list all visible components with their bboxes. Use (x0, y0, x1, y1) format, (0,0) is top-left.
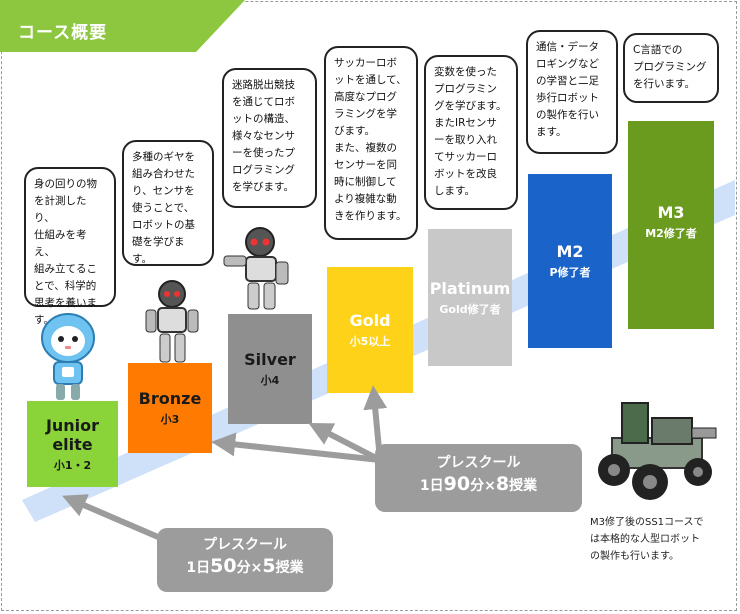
m3-caption: M3修了後のSS1コースで は本格的な人型ロボット の製作も行います。 (590, 517, 704, 562)
level-sub: 小5以上 (349, 335, 391, 348)
pill-title: プレスクール (436, 455, 521, 471)
level-sub: Gold修了者 (439, 302, 501, 316)
level-name: Bronze (138, 389, 202, 408)
bubble-m3: C言語での プログラミング を行います。 (623, 33, 719, 103)
vehicle-robot-icon (598, 402, 717, 500)
pill-title: プレスクール (203, 537, 287, 553)
level-gold: Gold 小5以上 (327, 267, 413, 393)
level-name: Platinum (429, 278, 511, 298)
level-sub: 小1・2 (53, 458, 92, 472)
bubble-bronze: 多種のギヤを 組み合わせた り、センサを 使うことで、 ロボットの基 礎を学びま… (122, 140, 214, 266)
level-m3: M3 M2修了者 (628, 121, 714, 329)
level-sub: 小4 (260, 374, 280, 387)
arrow-to-silver (308, 423, 382, 463)
arrow-to-bronze (211, 432, 381, 463)
level-junior-elite: Junior elite 小1・2 (27, 401, 118, 487)
bubble-junior-elite: 身の回りの物 を計測したり、 仕組みを考え、 組み立てるこ とで、科学的 思考を… (24, 167, 116, 326)
bubble-m2: 通信・データ ロギングなど の学習と二足 歩行ロボット の製作を行い ます。 (526, 30, 618, 154)
level-name: M2 (556, 242, 584, 261)
level-name: M3 (657, 203, 685, 222)
level-name: Silver (244, 350, 296, 369)
pill-detail: 1日50分×5授業 (186, 555, 304, 577)
bubble-platinum: 変数を使った プログラミン グを学びます。 またIRセンサ ーを取り入れ てサッ… (424, 55, 518, 210)
bubble-silver: 迷路脱出競技 を通じてロボ ットの構造、 様々なセンサ ーを使ったプ ログラミン… (222, 68, 317, 208)
pill-detail: 1日90分×8授業 (419, 473, 538, 495)
level-silver: Silver 小4 (228, 314, 312, 424)
level-name: Gold (349, 311, 391, 330)
level-m2: M2 P修了者 (528, 174, 612, 348)
level-sub: P修了者 (549, 266, 591, 279)
humanoid-robot-icon (223, 227, 289, 310)
level-platinum: Platinum Gold修了者 (428, 229, 512, 366)
preschool-pill-50min: プレスクール 1日50分×5授業 (157, 528, 333, 592)
bubble-gold: サッカーロボ ットを通して、 高度なプログ ラミングを学 びます。 また、複数の… (324, 46, 418, 240)
level-sub: M2修了者 (645, 227, 697, 240)
level-sub: 小3 (160, 413, 180, 426)
preschool-pill-90min: プレスクール 1日90分×8授業 (375, 444, 582, 512)
robot-mascot-icon (41, 313, 95, 400)
page-title: コース概要 (18, 23, 108, 43)
level-name: Junior elite (45, 415, 100, 454)
humanoid-robot-icon (145, 280, 199, 363)
level-bronze: Bronze 小3 (128, 363, 212, 453)
arrow-to-junior (62, 494, 167, 543)
